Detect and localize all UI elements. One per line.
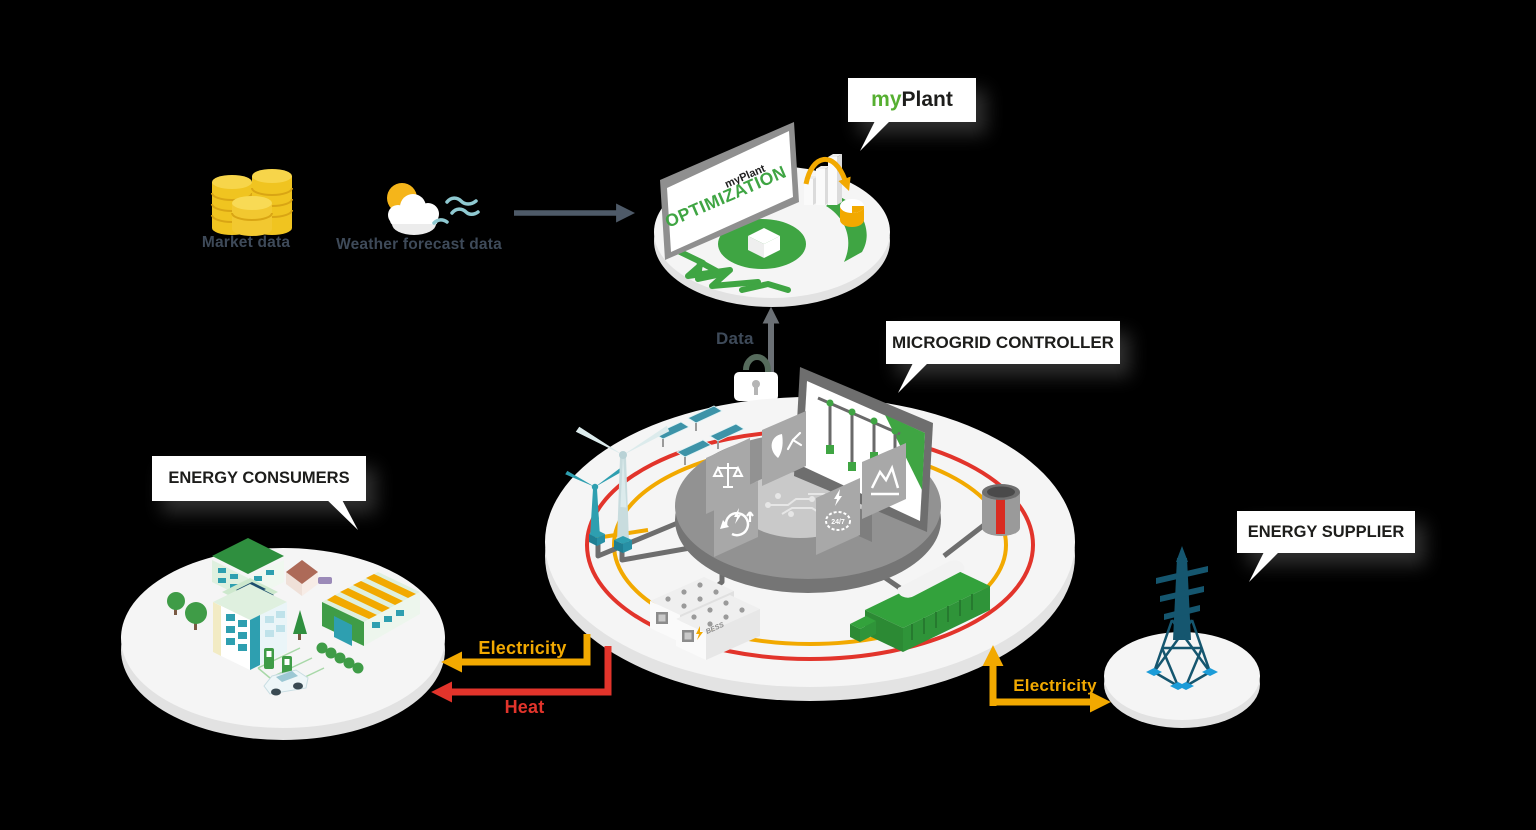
coins-icon xyxy=(211,169,293,236)
badge-247: 24/7 xyxy=(831,519,845,526)
myplant-bubble: myPlant xyxy=(848,78,976,151)
wind-turbine-small xyxy=(565,467,623,546)
myplant-prefix: my xyxy=(871,88,902,111)
microgrid-platform: 24/7 xyxy=(545,367,1075,701)
myplant-bubble-text: myPlant xyxy=(871,88,953,112)
factory-building xyxy=(322,572,420,646)
consumers-label: ENERGY CONSUMERS xyxy=(168,469,350,487)
generator-unit xyxy=(850,560,990,652)
car-violet xyxy=(318,577,332,584)
bar-chart-icon xyxy=(803,154,851,205)
energy-supplier-bubble: ENERGY SUPPLIER xyxy=(1237,511,1415,582)
supplier-platform xyxy=(1104,546,1260,728)
lock-icon xyxy=(734,354,778,401)
myplant-screen: myPlant OPTIMIZATION xyxy=(660,122,799,260)
energy-consumers-bubble: ENERGY CONSUMERS xyxy=(152,456,366,530)
bess-unit: BESS xyxy=(650,577,760,660)
electricity-right-label: Electricity xyxy=(1013,676,1097,695)
wind-turbine-large xyxy=(575,425,670,553)
trees xyxy=(167,592,364,674)
weather-icon xyxy=(387,183,480,235)
transmission-tower-icon xyxy=(1146,546,1218,690)
myplant-platform: myPlant OPTIMIZATION xyxy=(654,122,890,307)
controller-label: MICROGRID CONTROLLER xyxy=(892,332,1114,352)
microgrid-controller-bubble: MICROGRID CONTROLLER xyxy=(886,321,1120,393)
solar-panels xyxy=(654,405,745,465)
wind-waves-icon xyxy=(432,196,480,225)
electricity-left-label: Electricity xyxy=(478,638,567,658)
electricity-arrow-left xyxy=(441,634,591,673)
market-data-label: Market data xyxy=(201,234,291,251)
cloud-icon xyxy=(388,194,439,235)
myplant-suffix: Plant xyxy=(901,88,953,111)
card-247-icon: 24/7 xyxy=(816,478,860,555)
buffer-tank xyxy=(982,484,1020,536)
small-house xyxy=(286,560,332,596)
heat-arrow xyxy=(431,646,612,703)
card-peaks-icon xyxy=(862,443,906,519)
optimization-roads xyxy=(669,245,791,293)
pie-chart-icon xyxy=(840,199,864,227)
supplier-label: ENERGY SUPPLIER xyxy=(1247,522,1405,541)
weather-forecast-label: Weather forecast data xyxy=(336,236,502,253)
house-icon xyxy=(718,219,806,269)
card-renewables-icon xyxy=(762,411,806,486)
card-cycle-icon xyxy=(714,481,758,557)
apartment-building xyxy=(213,578,287,670)
car-icon xyxy=(263,669,309,696)
consumers-platform xyxy=(121,538,445,740)
data-label: Data xyxy=(716,329,754,348)
heat-label: Heat xyxy=(504,697,545,717)
